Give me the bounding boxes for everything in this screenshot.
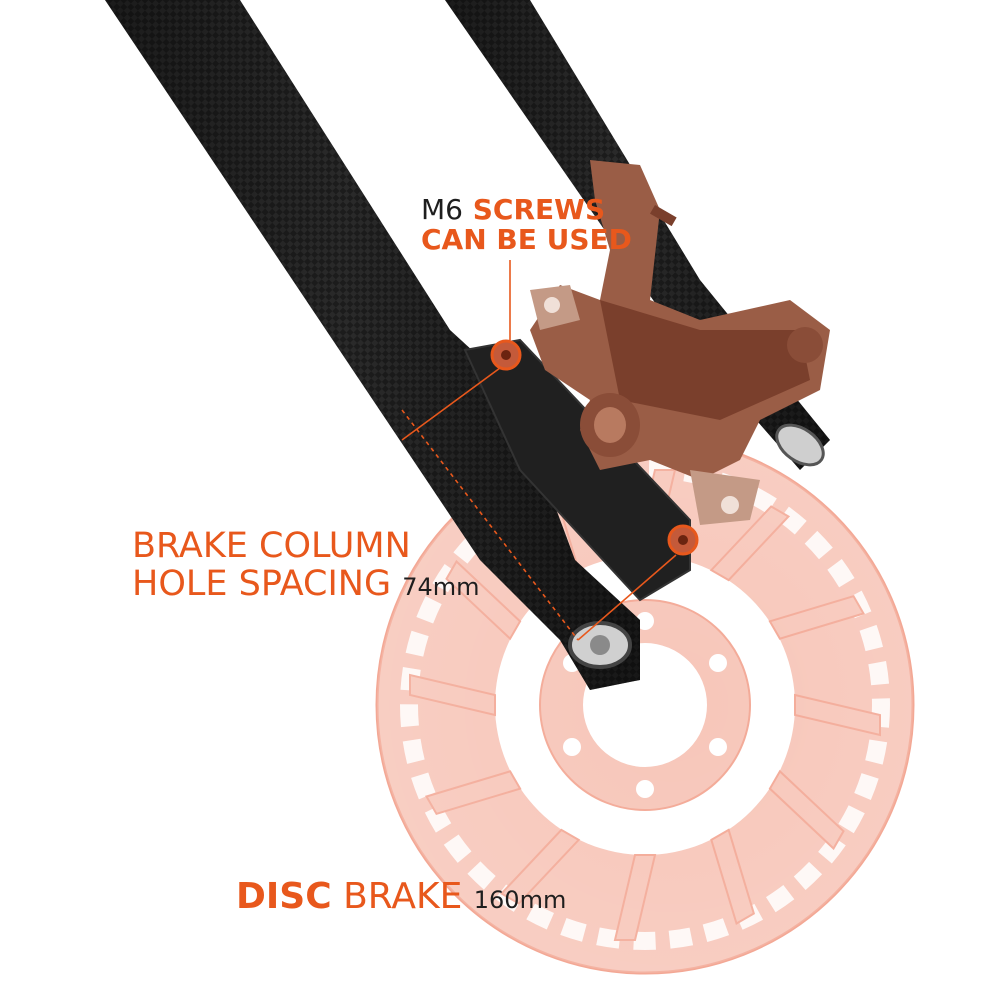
spacing-dimension-line bbox=[401, 367, 501, 441]
brake-caliper bbox=[530, 160, 830, 525]
spacing-dimension-line-lower bbox=[577, 554, 677, 641]
screws-line2: CAN BE USED bbox=[421, 223, 632, 257]
spacing-line2: HOLE SPACING bbox=[132, 563, 392, 604]
rotor-highlight: DISC bbox=[236, 876, 332, 917]
screws-callout: M6 SCREWS CAN BE USED bbox=[421, 193, 632, 257]
spacing-callout: BRAKE COLUMN HOLE SPACING 74mm bbox=[132, 526, 480, 604]
screws-highlight: SCREWS bbox=[472, 193, 606, 226]
spacing-extension-line bbox=[401, 409, 579, 641]
mount-hole-lower bbox=[667, 524, 699, 556]
spacing-value: 74mm bbox=[402, 572, 480, 601]
rotor-callout: DISC BRAKE 160mm bbox=[236, 876, 567, 917]
rotor-label: BRAKE bbox=[343, 876, 463, 917]
screws-prefix: M6 bbox=[421, 193, 463, 226]
fork-leg-front bbox=[105, 0, 691, 690]
rotor-value: 160mm bbox=[473, 886, 567, 914]
dropout-rear bbox=[775, 423, 825, 467]
brake-mount-tab bbox=[463, 338, 691, 602]
mount-hole-upper bbox=[490, 339, 522, 371]
spacing-line1: BRAKE COLUMN bbox=[132, 526, 411, 566]
